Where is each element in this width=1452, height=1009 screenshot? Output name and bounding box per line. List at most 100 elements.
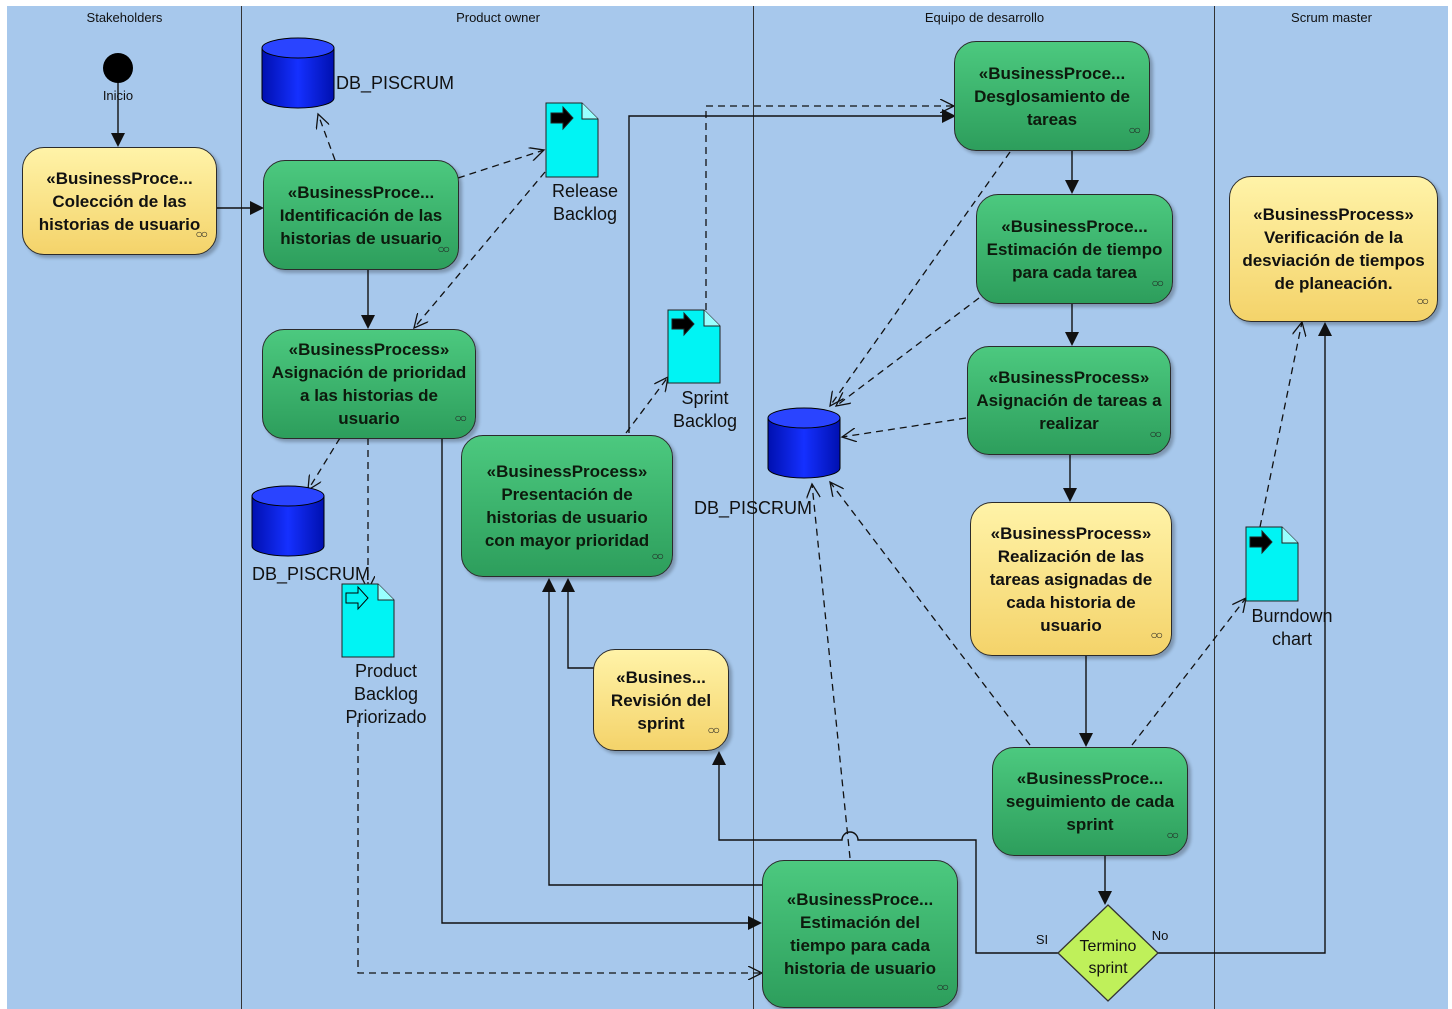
subprocess-icon: ○○ — [651, 549, 664, 563]
subprocess-icon: ○○ — [707, 723, 720, 737]
process-seguimiento[interactable]: «BusinessProce... seguimiento de cada spr… — [992, 747, 1188, 856]
product-line-3: Priorizado — [345, 707, 427, 727]
subprocess-icon: ○○ — [936, 980, 949, 994]
process-presentacion[interactable]: «BusinessProcess» Presentación de histori… — [461, 435, 673, 577]
process-name: Estimación de tiempo para cada tarea — [986, 239, 1163, 282]
artifact-sprint-backlog-icon — [667, 309, 721, 384]
process-realizacion[interactable]: «BusinessProcess» Realización de las tare… — [970, 502, 1172, 656]
dflow-release-to-asignacion — [414, 171, 546, 328]
lane-divider — [1214, 6, 1215, 1009]
datastore-db1-label: DB_PISCRUM — [336, 73, 455, 93]
artifact-release-backlog-label: Release Backlog — [540, 180, 630, 226]
process-coleccion[interactable]: «BusinessProce... Colección de las histor… — [22, 147, 217, 255]
process-stereotype: «BusinessProce... — [786, 890, 934, 909]
lane-scrum-master — [1215, 6, 1448, 1009]
process-stereotype: «BusinessProce... — [978, 63, 1126, 83]
dflow-sprint-to-desglosamiento — [705, 106, 954, 310]
decision-no-label: No — [1151, 928, 1169, 943]
artifact-release-backlog-icon — [545, 102, 599, 178]
lane-divider — [241, 6, 242, 1009]
process-estimacion-tarea[interactable]: «BusinessProce... Estimación de tiempo pa… — [976, 194, 1173, 304]
subprocess-icon: ○○ — [1151, 276, 1164, 290]
start-label: Inicio — [102, 88, 134, 103]
process-name: Estimación del tiempo para cada historia… — [783, 913, 937, 978]
datastore-db3 — [767, 407, 841, 479]
process-name: Colección de las historias de usuario — [38, 191, 201, 234]
process-verificacion[interactable]: «BusinessProcess» Verificación de la desv… — [1229, 176, 1438, 322]
flow-decision-si-to-revision — [712, 751, 1058, 954]
artifact-product-backlog-label: Product Backlog Priorizado — [336, 660, 436, 729]
process-estimacion-historia[interactable]: «BusinessProce... Estimación del tiempo p… — [762, 860, 958, 1008]
process-stereotype: «BusinessProcess» — [990, 523, 1152, 543]
process-name: Asignación de prioridad a las historias … — [271, 363, 467, 428]
process-stereotype: «Busines... — [616, 667, 706, 687]
dflow-burndown-to-verificacion — [1259, 322, 1302, 528]
process-stereotype: «BusinessProce... — [287, 182, 435, 202]
process-stereotype: «BusinessProcess» — [288, 340, 450, 359]
process-stereotype: «BusinessProcess» — [1253, 205, 1414, 224]
artifact-product-backlog-icon — [341, 583, 395, 658]
subprocess-icon: ○○ — [437, 242, 450, 256]
lane-title-product-owner: Product owner — [456, 10, 540, 25]
subprocess-icon: ○○ — [1166, 828, 1179, 842]
process-stereotype: «BusinessProce... — [1016, 769, 1164, 788]
decision-label: Termino sprint — [1068, 936, 1148, 980]
dflow-product-backlog-to-estimacion-historia — [357, 720, 762, 973]
dflow-identificacion-to-release — [457, 150, 544, 179]
sprint-line-1: Sprint — [681, 388, 729, 408]
flow-revision-to-presentacion — [561, 578, 594, 669]
burndown-line-1: Burndown — [1251, 606, 1333, 626]
datastore-db2-label: DB_PISCRUM — [252, 564, 371, 584]
process-name: Asignación de tareas a realizar — [976, 391, 1162, 433]
datastore-db3-label: DB_PISCRUM — [694, 498, 813, 518]
decision-diamond — [1057, 904, 1159, 1002]
burndown-line-2: chart — [1271, 629, 1313, 649]
process-name: Revisión del sprint — [610, 690, 712, 733]
process-name: Presentación de historias de usuario con… — [484, 485, 650, 550]
subprocess-icon: ○○ — [1149, 427, 1162, 441]
process-name: Desglosamiento de tareas — [974, 86, 1130, 129]
release-line-1: Release — [551, 181, 619, 201]
process-asignacion-tareas[interactable]: «BusinessProcess» Asignación de tareas a … — [967, 346, 1171, 455]
subprocess-icon: ○○ — [1128, 123, 1141, 137]
process-identificacion[interactable]: «BusinessProce... Identificación de las h… — [263, 160, 459, 270]
subprocess-icon: ○○ — [1150, 628, 1163, 642]
datastore-db2 — [251, 485, 325, 557]
process-stereotype: «BusinessProce... — [1001, 216, 1148, 236]
release-line-2: Backlog — [552, 204, 618, 224]
process-stereotype: «BusinessProce... — [46, 168, 193, 188]
product-line-2: Backlog — [353, 684, 419, 704]
lane-title-equipo-desarrollo: Equipo de desarrollo — [924, 10, 1045, 25]
process-name: Identificación de las historias de usuar… — [279, 205, 443, 248]
process-revision[interactable]: «Busines... Revisión del sprint ○○ — [593, 649, 729, 751]
flow-presentacion-to-desglosamiento — [628, 109, 956, 433]
product-line-1: Product — [354, 661, 418, 681]
dflow-asignacion-tareas-to-db3 — [842, 417, 967, 437]
artifact-burndown-icon — [1245, 526, 1299, 602]
dflow-identificacion-to-db1 — [318, 114, 336, 161]
artifact-sprint-backlog-label: Sprint Backlog — [660, 387, 750, 433]
dflow-desglosamiento-to-db3 — [830, 151, 1011, 406]
process-stereotype: «BusinessProcess» — [486, 462, 648, 481]
start-node — [103, 53, 133, 83]
dflow-estimacion-tarea-to-db3 — [836, 297, 980, 406]
datastore-db1 — [261, 37, 335, 109]
process-desglosamiento[interactable]: «BusinessProce... Desglosamiento de tarea… — [954, 41, 1150, 151]
lane-divider — [753, 6, 754, 1009]
dflow-asignacion-to-db2 — [308, 437, 341, 490]
flow-decision-no-to-verificacion — [1158, 322, 1332, 954]
process-name: seguimiento de cada sprint — [1005, 792, 1175, 834]
flow-asignacion-to-estimacion-historia — [441, 437, 762, 930]
process-name: Realización de las tareas asignadas de c… — [989, 546, 1153, 635]
subprocess-icon: ○○ — [1416, 294, 1429, 308]
process-name: Verificación de la desviación de tiempos… — [1242, 228, 1425, 293]
decision-yes-label: SI — [1035, 932, 1049, 947]
process-asignacion-prioridad[interactable]: «BusinessProcess» Asignación de prioridad… — [262, 329, 476, 439]
lane-title-stakeholders: Stakeholders — [86, 10, 163, 25]
process-stereotype: «BusinessProcess» — [988, 368, 1150, 387]
decision-line-1: Termino — [1079, 938, 1137, 955]
flow-estimacion-historia-to-presentacion — [542, 578, 762, 886]
subprocess-icon: ○○ — [195, 227, 208, 241]
